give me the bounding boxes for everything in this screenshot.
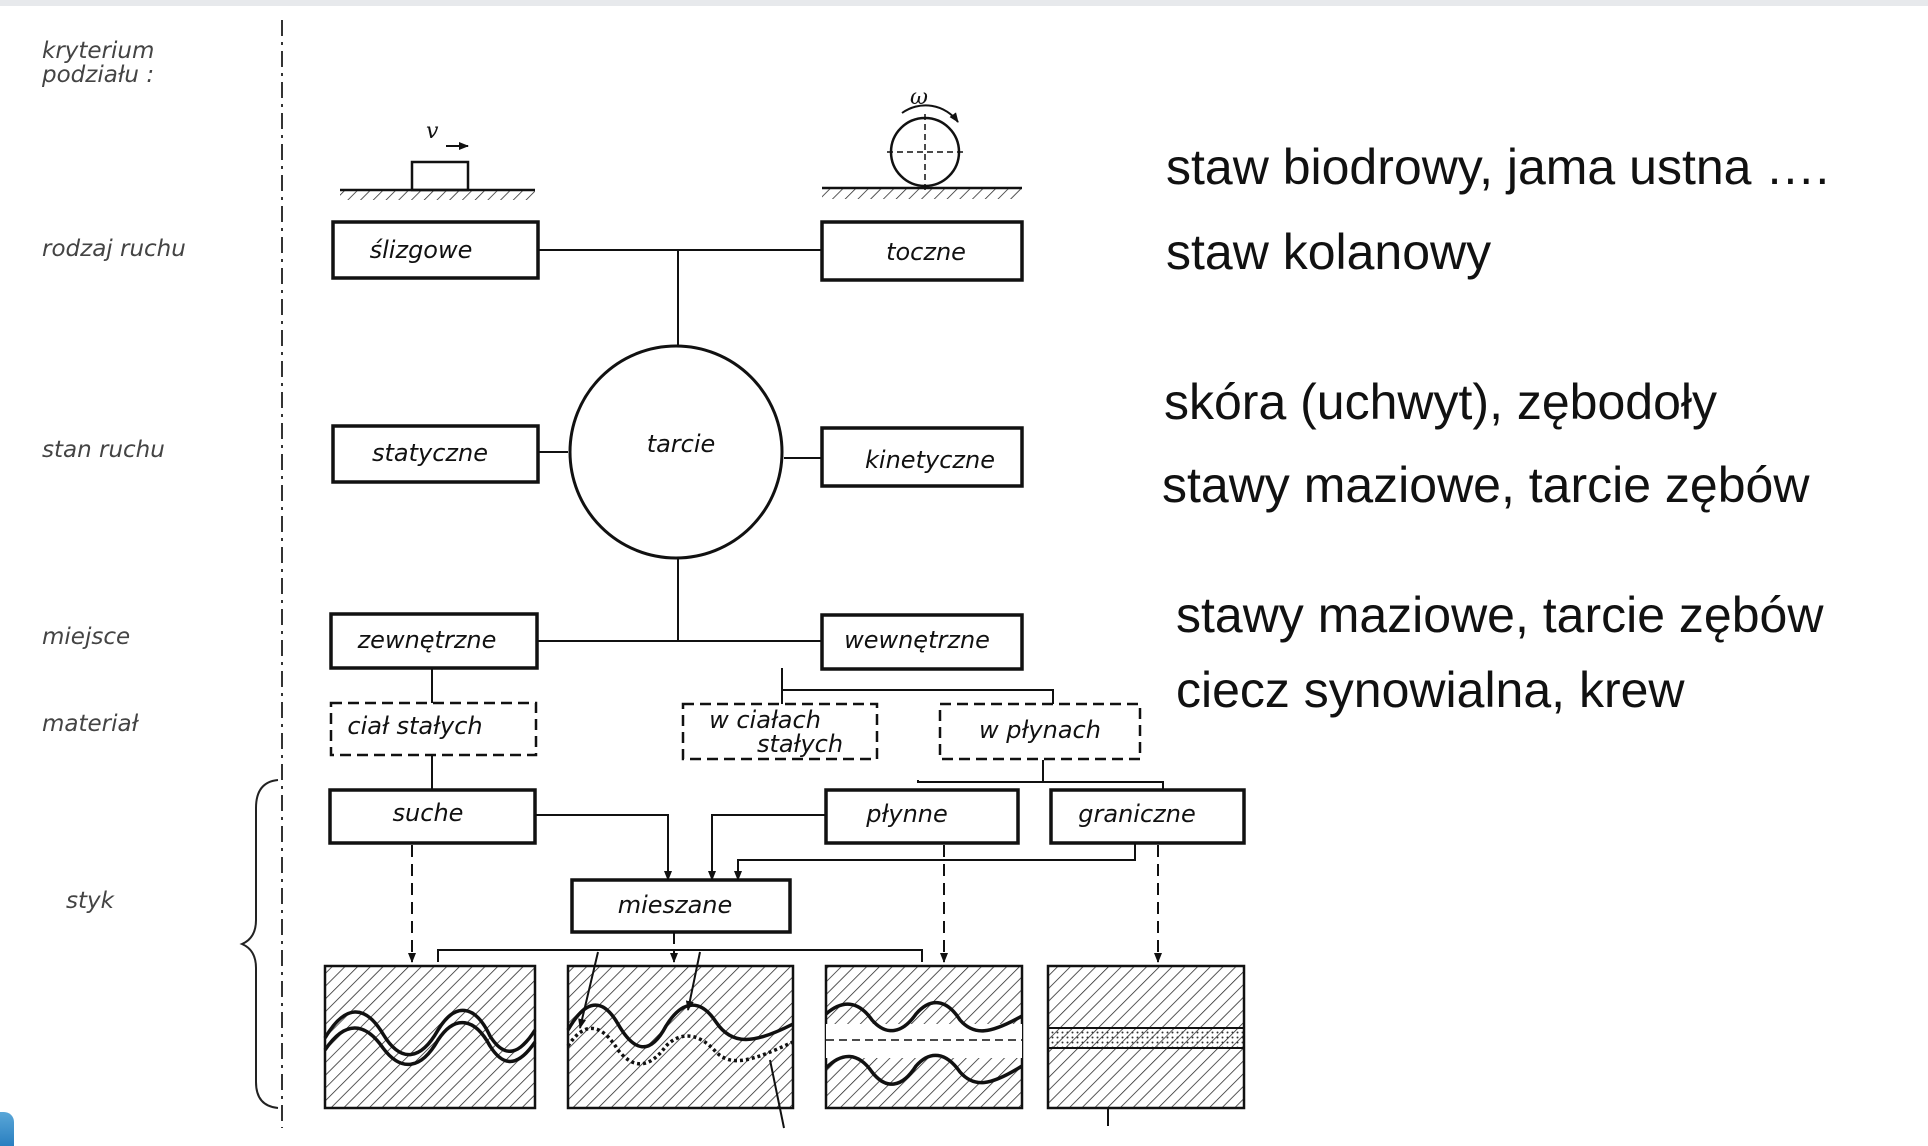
criterion-header-line2: podziału : <box>41 62 154 88</box>
note-rolling: staw kolanowy <box>1166 224 1492 280</box>
criterion-place: miejsce <box>42 624 130 650</box>
box-boundary <box>1049 788 1246 845</box>
criterion-motion-type: rodzaj ruchu <box>42 236 186 262</box>
box-in-fluids <box>938 702 1142 761</box>
velocity-symbol: v <box>426 119 439 144</box>
box-fluid <box>824 788 1020 845</box>
contact-drawing-fluid <box>824 964 1024 1110</box>
note-internal: ciecz synowialna, krew <box>1176 662 1685 718</box>
label-static: statyczne <box>372 439 488 467</box>
label-rolling: toczne <box>886 238 966 266</box>
label-external: zewnętrzne <box>357 626 497 654</box>
angular-velocity-symbol: ω <box>910 85 928 110</box>
label-internal: wewnętrzne <box>844 626 990 654</box>
note-external: stawy maziowe, tarcie zębów <box>1176 587 1824 643</box>
box-internal <box>820 613 1024 671</box>
dashed-boxes <box>329 701 1142 761</box>
label-dry: suche <box>393 799 464 827</box>
box-dry <box>328 788 537 845</box>
criterion-motion-state: stan ruchu <box>42 437 165 463</box>
label-solids: ciał stałych <box>347 712 482 740</box>
criteria-column: kryterium podziału : rodzaj ruchu stan r… <box>41 20 283 1128</box>
criterion-header-line1: kryterium <box>42 38 154 64</box>
label-in-fluids: w płynach <box>979 716 1101 744</box>
note-sliding: staw biodrowy, jama ustna …. <box>1166 139 1830 195</box>
label-fluid: płynne <box>865 800 948 828</box>
box-sliding <box>331 220 540 280</box>
solid-boxes <box>328 220 1246 934</box>
box-rolling <box>820 220 1024 282</box>
mixed-link-lines <box>437 949 923 962</box>
box-mixed <box>570 878 792 934</box>
top-band <box>0 0 1928 6</box>
box-external <box>329 612 539 670</box>
friction-center-node: tarcie <box>568 344 784 560</box>
contact-drawing-mixed <box>566 951 795 1129</box>
label-boundary: graniczne <box>1078 800 1195 828</box>
friction-center-label: tarcie <box>647 430 716 458</box>
box-solids <box>329 701 538 757</box>
label-in-solids-1: w ciałach <box>709 706 821 734</box>
rolling-pictogram: ω <box>822 85 1022 199</box>
criterion-contact: styk <box>66 888 116 914</box>
sliding-pictogram: v <box>340 119 535 200</box>
box-labels: ślizgowe toczne statyczne kinetyczne zew… <box>347 236 1195 919</box>
dashed-arrows <box>408 845 1162 963</box>
slide-corner-accent <box>0 1112 14 1146</box>
note-kinetic: stawy maziowe, tarcie zębów <box>1162 457 1810 513</box>
contact-brace <box>239 779 279 1109</box>
label-kinetic: kinetyczne <box>865 446 995 474</box>
rotation-arrow <box>901 104 959 123</box>
label-mixed: mieszane <box>618 891 733 919</box>
contact-drawing-boundary <box>1046 964 1246 1126</box>
connector-lines <box>431 249 1164 881</box>
label-in-solids-2: stałych <box>757 730 843 758</box>
box-in-solids <box>681 702 879 761</box>
contact-drawing-dry <box>323 964 537 1110</box>
label-sliding: ślizgowe <box>370 236 473 264</box>
box-kinetic <box>820 426 1024 488</box>
box-static <box>331 424 540 484</box>
note-static: skóra (uchwyt), zębodoły <box>1164 374 1718 430</box>
criterion-material: materiał <box>42 711 140 737</box>
